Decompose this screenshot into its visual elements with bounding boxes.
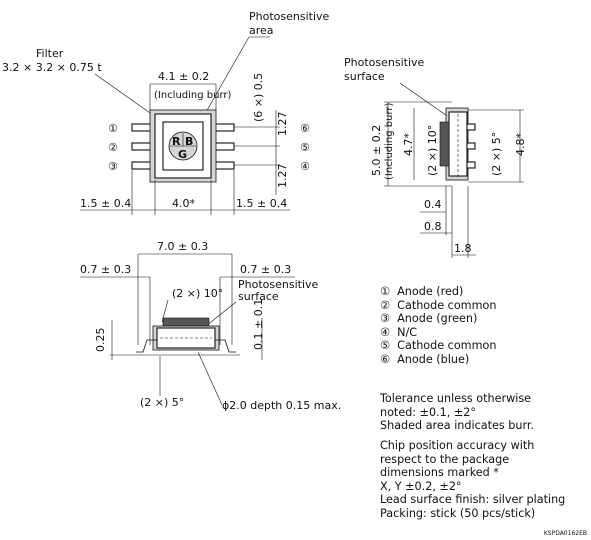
front-angle-bottom: (2 ×) 5° — [140, 396, 184, 409]
front-total-width: 7.0 ± 0.3 — [157, 240, 208, 253]
pitch-bottom: 1.27 — [276, 164, 289, 189]
pitch-count: (6 ×) 0.5 — [252, 73, 265, 122]
front-lead-left-shape — [136, 339, 157, 353]
side-inner-height: 4.7* — [402, 133, 415, 156]
chip-line-4: X, Y ±0.2, ±2° — [380, 479, 462, 493]
front-thickness: 0.25 — [94, 328, 107, 353]
front-surface-leader — [205, 301, 237, 327]
pitch-top: 1.27 — [276, 112, 289, 137]
side-lead-top — [466, 123, 476, 131]
pin-label-5: ⑤ — [300, 141, 310, 154]
side-dim-18: 1.8 — [454, 242, 472, 255]
side-angle-left: (2 ×) 10° — [426, 125, 439, 176]
side-height-burr: (Including burr) — [384, 102, 395, 180]
lead-right-dim: 1.5 ± 0.4 — [236, 197, 287, 210]
side-surface-line1: Photosensitive — [344, 56, 425, 69]
filter-leader — [94, 73, 161, 121]
pin-legend-row: ① Anode (red) — [380, 285, 464, 298]
tolerance-line-2: noted: ±0.1, ±2° — [380, 405, 476, 419]
lead-finish: Lead surface finish: silver plating — [380, 493, 566, 507]
pin-label-1: ① — [108, 122, 118, 135]
chip-line-1: Chip position accuracy with — [380, 439, 535, 452]
tolerance-notes: Tolerance unless otherwise noted: ±0.1, … — [380, 392, 534, 433]
body-width-dim: 4.0* — [172, 197, 195, 210]
tolerance-line-1: Tolerance unless otherwise — [380, 392, 532, 405]
front-surface-line2: surface — [238, 290, 279, 303]
pin-legend-row: ③ Anode (green) — [380, 312, 478, 326]
area-label-line2: area — [249, 24, 274, 37]
side-lead-bottom — [466, 161, 476, 169]
top-view: Filter 3.2 × 3.2 × 0.75 t Photosensitive… — [2, 10, 330, 215]
pin-legend-row: ② Cathode common — [380, 298, 497, 312]
packing: Packing: stick (50 pcs/stick) — [380, 506, 536, 520]
chip-g: G — [178, 148, 187, 161]
filter-dims: 3.2 × 3.2 × 0.75 t — [2, 61, 102, 74]
pin-label-3: ③ — [108, 160, 118, 173]
side-dim-04: 0.4 — [424, 198, 442, 211]
area-label-line1: Photosensitive — [249, 10, 330, 23]
front-angle-top: (2 ×) 10° — [172, 287, 223, 300]
side-view: Photosensitive surface 5.0 ± 0.2 (Includ… — [344, 56, 527, 258]
drawing-code: KSPDA0162EB — [543, 530, 587, 537]
side-height-dim: 5.0 ± 0.2 — [370, 125, 383, 176]
pin-legend-row: ④ N/C — [380, 325, 418, 339]
front-view: 7.0 ± 0.3 0.7 ± 0.3 0.7 ± 0.3 (2 ×) 10° … — [80, 240, 341, 412]
side-lead-mid — [466, 142, 476, 150]
tolerance-line-3: Shaded area indicates burr. — [380, 419, 534, 433]
side-outer-height: 4.8* — [514, 133, 527, 156]
side-surface-line2: surface — [344, 70, 385, 83]
pin-label-6: ⑥ — [300, 122, 310, 135]
side-filter — [439, 121, 450, 167]
chip-line-3: dimensions marked * — [380, 466, 499, 480]
pin-legend-row: ⑥ Anode (blue) — [380, 352, 470, 366]
pin-legend-row: ⑤ Cathode common — [380, 339, 497, 353]
front-lead-right: 0.7 ± 0.3 — [240, 263, 291, 276]
chip-r: R — [172, 135, 181, 148]
burr-note: (Including burr) — [154, 90, 232, 101]
front-lead-right-shape — [215, 339, 236, 353]
pin-label-4: ④ — [300, 160, 310, 173]
chip-b: B — [185, 135, 193, 148]
width-dim: 4.1 ± 0.2 — [158, 70, 209, 83]
pin-label-2: ② — [108, 141, 118, 154]
side-surface-leader — [399, 82, 451, 119]
pin-legend: ① Anode (red) ② Cathode common ③ Anode (… — [380, 285, 496, 367]
front-lead-left: 0.7 ± 0.3 — [80, 263, 131, 276]
lead-left-dim: 1.5 ± 0.4 — [80, 197, 131, 210]
chip-notes: Chip position accuracy with respect to t… — [380, 439, 565, 521]
front-surface-line1: Photosensitive — [238, 278, 319, 291]
chip-line-2: respect to the package — [380, 452, 510, 466]
side-dim-08: 0.8 — [424, 220, 442, 233]
front-surface-height: 0.1 ± 0.1 — [252, 299, 265, 350]
filter-label: Filter — [36, 47, 64, 60]
front-hole-leader — [197, 351, 223, 406]
front-hole: ϕ2.0 depth 0.15 max. — [222, 399, 341, 412]
side-angle-right: (2 ×) 5° — [490, 132, 503, 176]
